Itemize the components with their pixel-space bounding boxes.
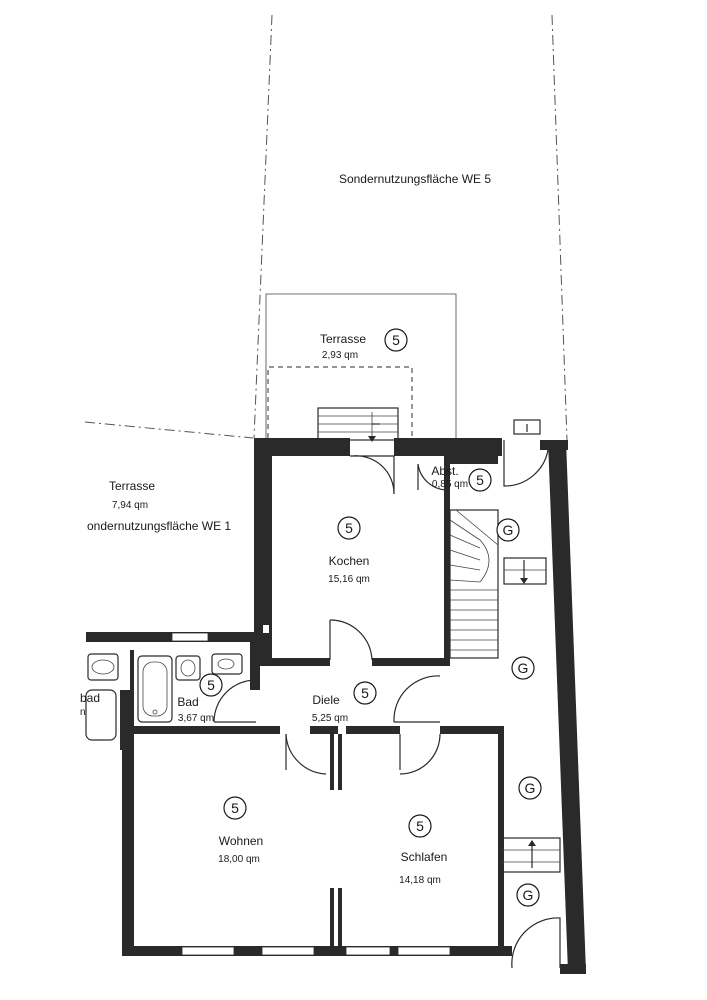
svg-text:G: G <box>518 660 529 676</box>
terrace-left-area: 7,94 qm <box>112 500 148 511</box>
shared-marker-1: G <box>496 518 520 542</box>
terrace-upper-unit-marker: 5 <box>384 328 408 352</box>
svg-text:5: 5 <box>416 818 424 834</box>
terrace-left-name: Terrasse <box>109 479 155 493</box>
terrace-upper-outline <box>265 293 457 438</box>
terrace-left-plot-label: ondernutzungsfläche WE 1 <box>87 519 231 533</box>
svg-text:5: 5 <box>361 685 369 701</box>
shared-marker-2: G <box>511 656 535 680</box>
plot-boundary <box>84 14 568 441</box>
svg-text:5: 5 <box>392 332 400 348</box>
abst-name: Abst. <box>431 464 458 478</box>
shared-marker-3: G <box>518 776 542 800</box>
svg-text:G: G <box>503 522 514 538</box>
svg-text:G: G <box>525 780 536 796</box>
bad-name: Bad <box>177 695 198 709</box>
neighbor-bad-name: bad <box>80 691 100 705</box>
schlafen-unit-marker: 5 <box>408 814 432 838</box>
bad-unit-marker: 5 <box>199 673 223 697</box>
svg-text:5: 5 <box>207 677 215 693</box>
schlafen-area: 14,18 qm <box>399 875 441 886</box>
diele-name: Diele <box>312 693 340 707</box>
svg-text:5: 5 <box>476 472 484 488</box>
terrace-upper-name: Terrasse <box>320 332 366 346</box>
shared-marker-4: G <box>516 883 540 907</box>
walls <box>86 438 586 974</box>
windows <box>171 632 451 956</box>
kochen-area: 15,16 qm <box>328 574 370 585</box>
staircase <box>449 509 547 659</box>
neighbor-bad-area: n <box>80 707 86 718</box>
schlafen-name: Schlafen <box>401 850 448 864</box>
doors <box>213 419 561 969</box>
abst-unit-marker: 5 <box>468 468 492 492</box>
diele-unit-marker: 5 <box>353 681 377 705</box>
kochen-unit-marker: 5 <box>337 516 361 540</box>
svg-text:G: G <box>523 887 534 903</box>
lower-steps <box>501 837 561 873</box>
abst-area: 0,85 qm <box>432 479 468 490</box>
svg-text:5: 5 <box>231 800 239 816</box>
svg-text:5: 5 <box>345 520 353 536</box>
terrace-upper-area: 2,93 qm <box>322 350 358 361</box>
kochen-name: Kochen <box>329 554 370 568</box>
bad-area: 3,67 qm <box>178 713 214 724</box>
bathroom-fixtures <box>85 622 272 741</box>
wohnen-area: 18,00 qm <box>218 854 260 865</box>
plot-label: Sondernutzungsfläche WE 5 <box>339 172 491 186</box>
wohnen-unit-marker: 5 <box>223 796 247 820</box>
terrace-steps <box>317 407 399 442</box>
wohnen-name: Wohnen <box>219 834 263 848</box>
diele-area: 5,25 qm <box>312 713 348 724</box>
